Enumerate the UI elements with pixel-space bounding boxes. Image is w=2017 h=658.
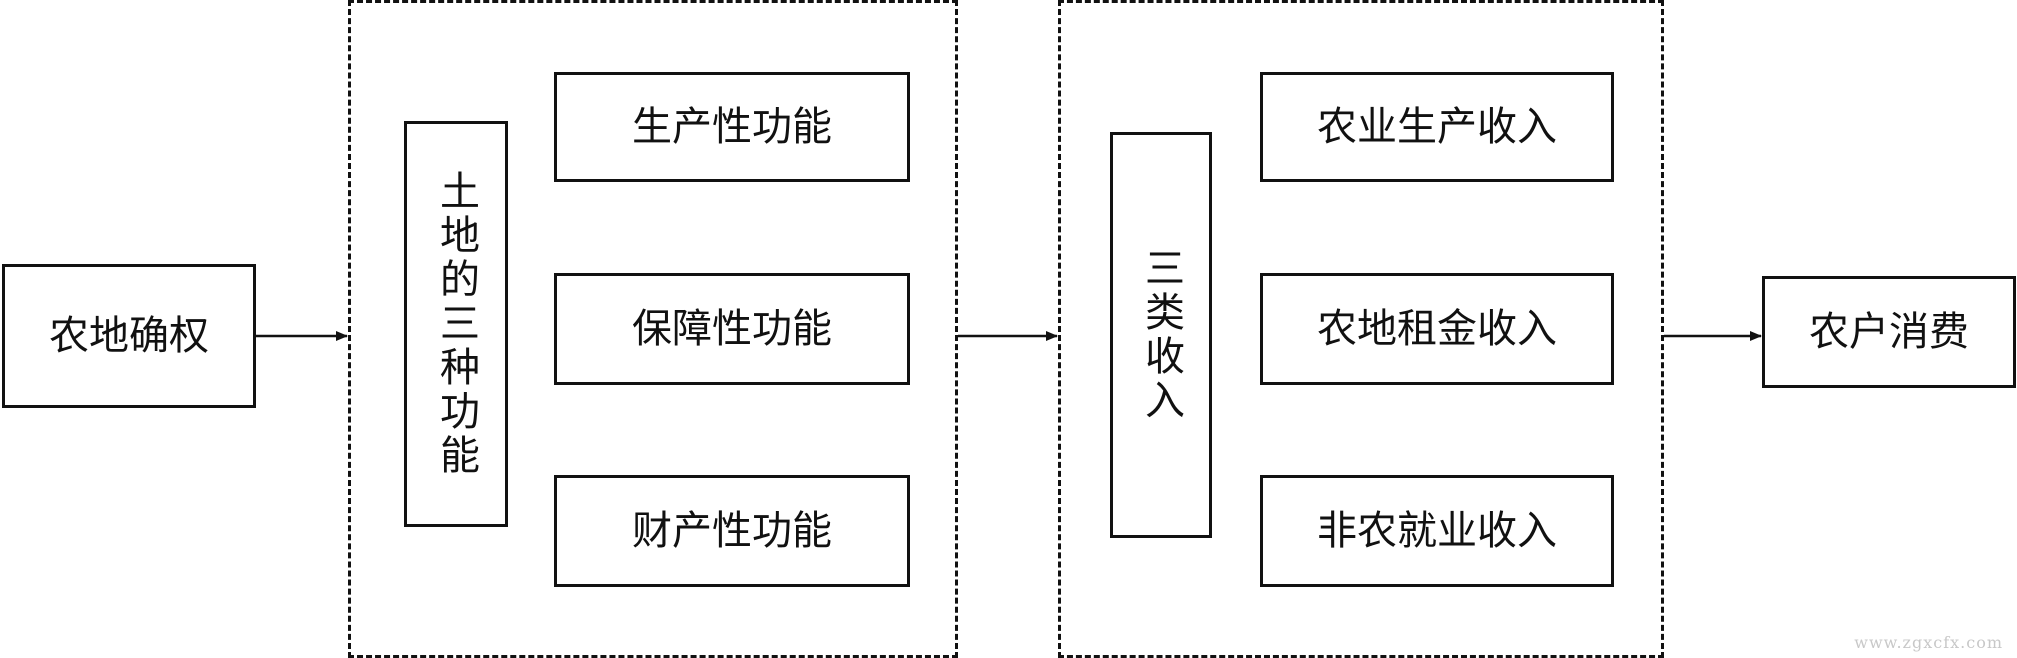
land-functions-box: 土地的三种功能 — [404, 121, 508, 527]
household-consumption-box: 农户消费 — [1762, 276, 2016, 388]
income-types-group — [1058, 0, 1664, 658]
land-rights-label: 农地确权 — [49, 313, 209, 359]
agri-income-label: 农业生产收入 — [1317, 104, 1557, 150]
land-functions-label: 土地的三种功能 — [433, 170, 479, 478]
income-types-label: 三类收入 — [1138, 247, 1184, 423]
property-function-label: 财产性功能 — [632, 508, 832, 554]
watermark-text: www.zgxcfx.com — [1854, 633, 2003, 652]
agri-income-box: 农业生产收入 — [1260, 72, 1614, 182]
income-types-box: 三类收入 — [1110, 132, 1212, 538]
nonfarm-income-box: 非农就业收入 — [1260, 475, 1614, 587]
security-function-box: 保障性功能 — [554, 273, 910, 385]
nonfarm-income-label: 非农就业收入 — [1317, 508, 1557, 554]
rent-income-box: 农地租金收入 — [1260, 273, 1614, 385]
security-function-label: 保障性功能 — [632, 306, 832, 352]
land-functions-group — [348, 0, 958, 658]
household-consumption-label: 农户消费 — [1809, 309, 1969, 355]
productive-function-label: 生产性功能 — [632, 104, 832, 150]
property-function-box: 财产性功能 — [554, 475, 910, 587]
productive-function-box: 生产性功能 — [554, 72, 910, 182]
land-rights-box: 农地确权 — [2, 264, 256, 408]
rent-income-label: 农地租金收入 — [1317, 306, 1557, 352]
